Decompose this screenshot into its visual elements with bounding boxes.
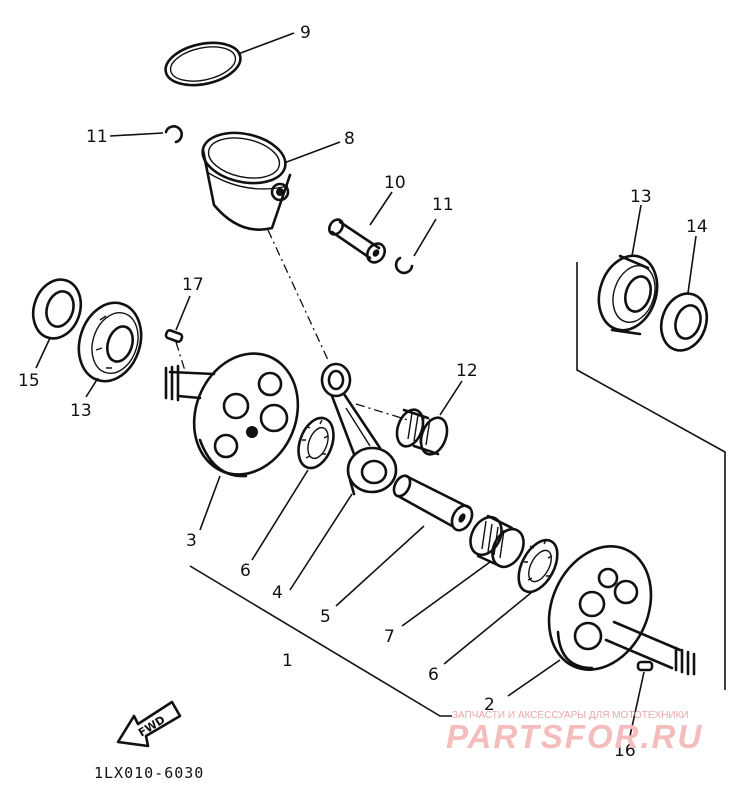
diagram-code: 1LX010-6030 xyxy=(94,764,204,782)
woodruff-key-right xyxy=(636,660,654,672)
callout-10: 10 xyxy=(384,173,406,193)
piston-pin xyxy=(327,218,387,264)
callout-6-left: 6 xyxy=(240,561,251,581)
woodruff-key-left xyxy=(164,329,184,343)
piston-pin-clip-left xyxy=(164,125,183,144)
callout-16: 16 xyxy=(614,741,636,761)
crank-left-half xyxy=(164,352,300,478)
callout-1: 1 xyxy=(282,651,293,671)
callout-12: 12 xyxy=(456,361,478,381)
callout-4: 4 xyxy=(272,583,283,603)
callout-11-left: 11 xyxy=(86,127,108,147)
callout-13-right: 13 xyxy=(630,187,652,207)
forward-direction-arrow: FWD xyxy=(116,700,182,748)
callout-17: 17 xyxy=(182,275,204,295)
piston-ring xyxy=(164,41,242,87)
thrust-washer-right xyxy=(517,538,559,594)
callout-14: 14 xyxy=(686,217,708,237)
crank-right-half xyxy=(547,545,696,676)
crankshaft-bearing-right xyxy=(597,254,659,336)
watermark-caption: ЗАПЧАСТИ И АКСЕССУАРЫ ДЛЯ МОТОТЕХНИКИ xyxy=(452,710,689,721)
callout-9: 9 xyxy=(300,23,311,43)
crank-pin xyxy=(392,474,474,532)
connecting-rod xyxy=(320,362,398,496)
piston xyxy=(201,131,292,231)
callout-3: 3 xyxy=(186,531,197,551)
callout-13-left: 13 xyxy=(70,401,92,421)
thrust-washer-left xyxy=(297,416,335,470)
callout-7: 7 xyxy=(384,627,395,647)
callout-15: 15 xyxy=(18,371,40,391)
small-end-bearing xyxy=(395,408,449,456)
callout-11-right: 11 xyxy=(432,195,454,215)
fwd-label: FWD xyxy=(136,713,167,739)
callout-6-right: 6 xyxy=(428,665,439,685)
big-end-bearing xyxy=(469,514,525,569)
oil-seal-right xyxy=(659,292,709,352)
callout-5: 5 xyxy=(320,607,331,627)
watermark-brand: PARTSFOR.RU xyxy=(446,718,703,755)
callout-2: 2 xyxy=(484,695,495,715)
piston-pin-clip-right xyxy=(394,256,414,275)
callout-8: 8 xyxy=(344,129,355,149)
oil-seal-left xyxy=(31,278,83,340)
